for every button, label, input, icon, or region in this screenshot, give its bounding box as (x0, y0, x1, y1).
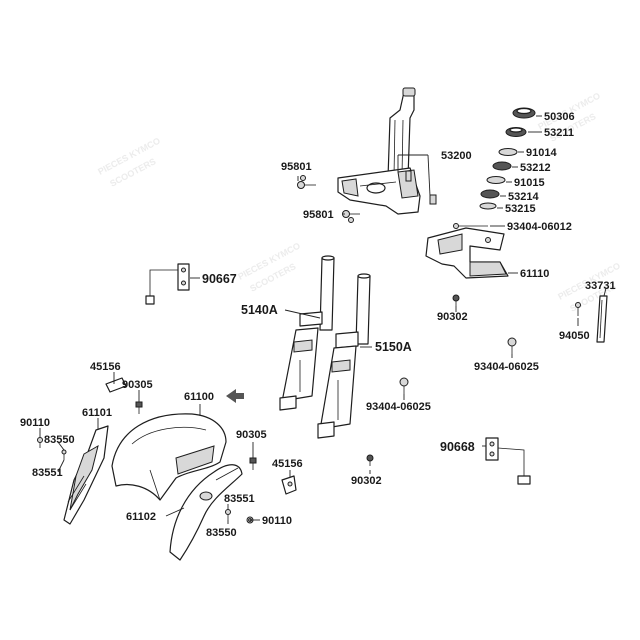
clip-45156-drawing (105, 377, 297, 495)
part-label-90110-left: 90110 (20, 417, 50, 429)
part-label-83551-right: 83551 (224, 493, 255, 505)
part-label-93404-06025-right: 93404-06025 (474, 361, 539, 373)
part-label-83550-right: 83550 (206, 527, 237, 539)
bracket-90667-drawing (145, 263, 190, 305)
part-label-83551-left: 83551 (32, 467, 63, 479)
bearing-stack-drawing (479, 107, 536, 210)
part-label-90667: 90667 (202, 272, 237, 286)
part-label-33731: 33731 (585, 280, 616, 292)
part-label-61100: 61100 (184, 391, 214, 403)
front-fender-61100-drawing (111, 413, 227, 501)
part-label-90302-lower: 90302 (351, 475, 382, 487)
part-label-53200: 53200 (441, 150, 472, 162)
part-label-93404-06025-center: 93404-06025 (366, 401, 431, 413)
part-label-91014: 91014 (526, 147, 557, 159)
part-label-90110-right: 90110 (262, 515, 292, 527)
fork-leg-5140A-drawing (279, 255, 335, 411)
leader-lines (39, 115, 607, 524)
part-label-95801-upper: 95801 (281, 161, 312, 173)
steering-stem-drawing (337, 87, 437, 215)
part-label-95801-lower: 95801 (303, 209, 334, 221)
part-label-5150A: 5150A (375, 340, 412, 354)
part-label-61110: 61110 (520, 268, 549, 280)
left-arrow-icon (226, 389, 244, 403)
part-label-94050: 94050 (559, 330, 590, 342)
part-label-53215: 53215 (505, 203, 536, 215)
part-label-45156-right: 45156 (272, 458, 303, 470)
part-label-53211: 53211 (544, 127, 574, 139)
side-panel-61101-drawing (63, 425, 109, 525)
part-label-90305-left: 90305 (122, 379, 153, 391)
fork-leg-5150A-drawing (317, 273, 371, 439)
part-label-90668: 90668 (440, 440, 475, 454)
part-label-91015: 91015 (514, 177, 545, 189)
part-label-50306: 50306 (544, 111, 575, 123)
part-label-90305-right: 90305 (236, 429, 267, 441)
part-label-53214: 53214 (508, 191, 539, 203)
part-label-93404-06012: 93404-06012 (507, 221, 572, 233)
screw-94050-drawing (575, 302, 581, 316)
part-label-45156-left: 45156 (90, 361, 121, 373)
nut-90302-drawing (366, 294, 460, 466)
part-label-5140A: 5140A (241, 303, 278, 317)
reflector-33731-drawing (596, 295, 608, 343)
part-labels: 50306 53211 91014 53212 91015 53214 5321… (20, 111, 616, 539)
part-label-83550-left: 83550 (44, 434, 75, 446)
part-label-61101: 61101 (82, 407, 112, 419)
screws-lower-drawing (225, 509, 254, 524)
part-label-90302-upper: 90302 (437, 311, 468, 323)
part-label-53212: 53212 (520, 162, 551, 174)
lower-fender-61102-drawing (169, 464, 243, 561)
bracket-90668-drawing (485, 437, 531, 485)
screws-left-drawing (37, 437, 67, 460)
bracket-61110-drawing (425, 223, 509, 279)
part-label-61102: 61102 (126, 511, 156, 523)
bolt-93404-06025-drawing (399, 337, 517, 394)
